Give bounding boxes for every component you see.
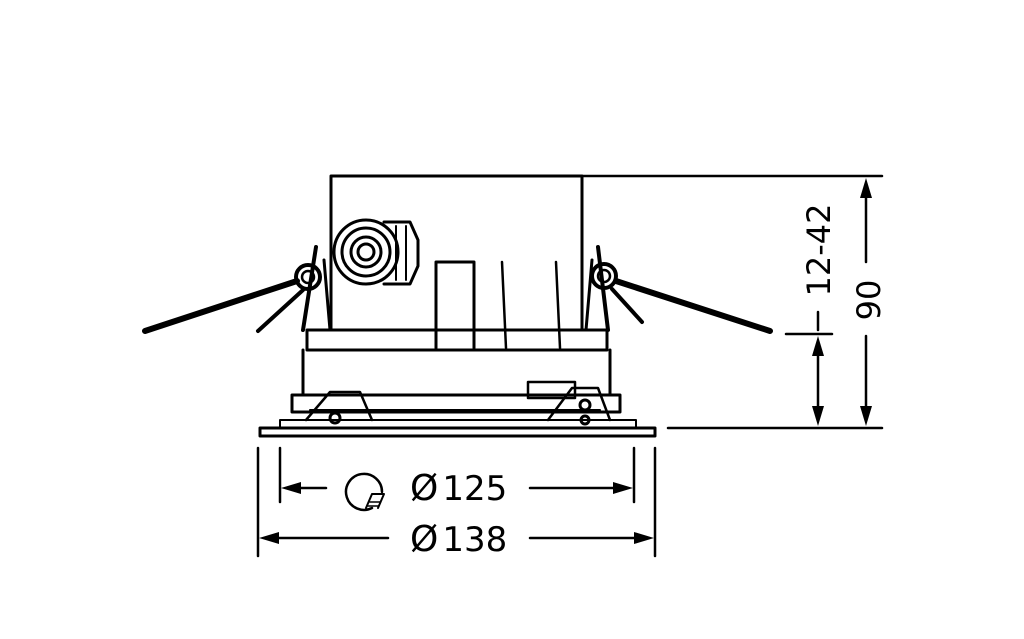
arrow-125-left bbox=[281, 482, 301, 494]
spring-leg-right bbox=[610, 287, 644, 324]
bracket-right-hole-2 bbox=[579, 414, 591, 426]
bracket-right-hole bbox=[578, 398, 592, 412]
trim-ring bbox=[258, 426, 657, 438]
diameter-icon: Ø bbox=[410, 468, 438, 509]
dim-label-90: 90 bbox=[850, 280, 888, 321]
hole-saw-cutout-icon bbox=[344, 472, 385, 512]
bracket-left bbox=[304, 390, 374, 422]
housing-rib-right bbox=[554, 260, 562, 350]
dimension-arrows bbox=[259, 178, 872, 544]
arrow-138-left bbox=[259, 532, 279, 544]
trim-ring-top bbox=[279, 419, 637, 429]
driver-housing bbox=[329, 174, 584, 332]
arrow-90-top bbox=[860, 178, 872, 198]
bracket-right-block bbox=[526, 380, 577, 400]
housing-side-right bbox=[584, 258, 594, 332]
bracket-left-hole bbox=[328, 411, 342, 425]
dim-label-12-42: 12-42 bbox=[800, 204, 838, 297]
lower-body bbox=[301, 348, 612, 397]
dimension-lines bbox=[256, 174, 884, 558]
arrow-138-right bbox=[634, 532, 654, 544]
housing-rib-left bbox=[434, 260, 476, 350]
spring-pivot-right bbox=[590, 262, 618, 290]
spring-pivot-left bbox=[294, 263, 322, 291]
arrow-125-right bbox=[613, 482, 633, 494]
spring-clips bbox=[142, 245, 773, 334]
spring-leg-left bbox=[256, 288, 305, 333]
bracket-right bbox=[546, 386, 612, 422]
diameter-icon: Ø bbox=[410, 519, 438, 560]
rim-band bbox=[290, 393, 622, 414]
spring-arm-right bbox=[613, 278, 773, 334]
arrow-1242-bottom bbox=[812, 406, 824, 426]
housing-rib-mid bbox=[500, 260, 508, 350]
middle-shelf bbox=[305, 328, 609, 352]
arrow-1242-top bbox=[812, 336, 824, 356]
arrow-90-bottom bbox=[860, 406, 872, 426]
spring-arm-left bbox=[142, 278, 300, 334]
housing-side-left bbox=[322, 258, 332, 332]
luminaire-body bbox=[258, 174, 657, 438]
cable-gland bbox=[332, 218, 420, 286]
